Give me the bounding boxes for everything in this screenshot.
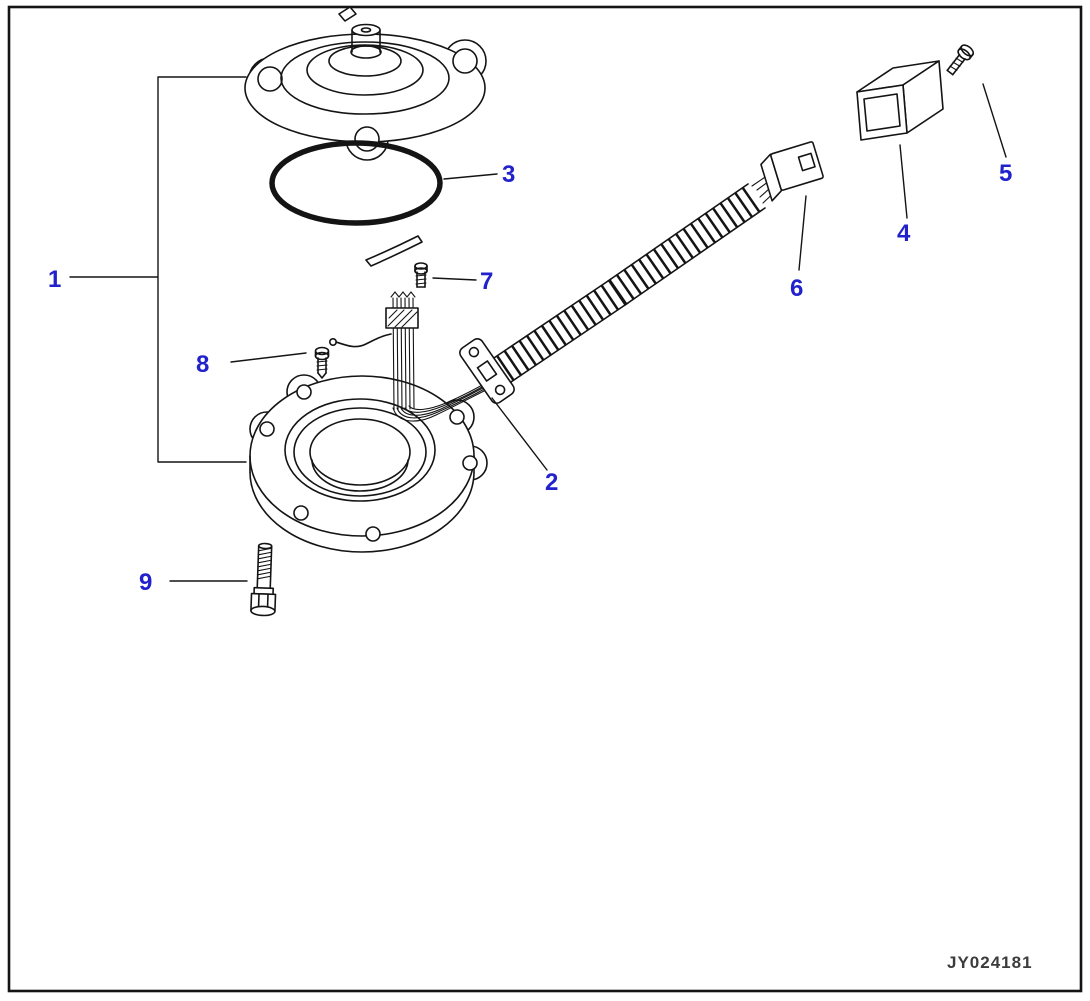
bolt-hole <box>354 126 380 152</box>
harness-tube <box>487 170 782 387</box>
callout-5-leader <box>982 83 1007 158</box>
bolt-hole <box>462 455 478 471</box>
harness-connector <box>760 141 824 202</box>
callout-7-leader <box>432 277 477 281</box>
top-cover-assembly <box>244 6 487 161</box>
bolt-hole <box>257 66 283 92</box>
bolt-hole <box>449 409 465 425</box>
bolt-hole <box>293 505 309 521</box>
callout-7: 7 <box>480 268 493 295</box>
shaft-top <box>351 23 381 37</box>
callout-4: 4 <box>897 220 911 247</box>
screw-and-wire-arm <box>314 333 392 379</box>
callout-9: 9 <box>139 569 152 596</box>
connector-housing <box>856 60 944 141</box>
mounting-bolt <box>250 542 277 617</box>
bolt-hole <box>365 526 381 542</box>
small-screw <box>946 44 975 76</box>
callout-1-leader <box>69 76 247 463</box>
callout-3-leader <box>443 173 498 180</box>
callout-2-leader <box>491 397 548 471</box>
bolt-hole <box>259 421 275 437</box>
plate-screw <box>468 346 480 358</box>
wire-bundle <box>385 291 495 422</box>
plate-screw <box>494 384 506 396</box>
wire-clamp-block <box>385 307 419 329</box>
callout-6-leader <box>798 195 807 271</box>
callout-2: 2 <box>545 469 558 496</box>
callout-8: 8 <box>196 351 209 378</box>
bolt-hole <box>452 48 478 74</box>
callout-3: 3 <box>502 161 515 188</box>
connector-plate <box>459 338 515 404</box>
bolt-hole <box>296 384 312 400</box>
drawing-border <box>7 5 1083 993</box>
o-ring <box>269 140 443 226</box>
retainer-plate-and-screw <box>365 235 428 288</box>
callout-8-leader <box>230 352 307 363</box>
callout-5: 5 <box>999 160 1012 187</box>
callout-6: 6 <box>790 275 803 302</box>
callout-1: 1 <box>48 266 61 293</box>
drawing-number: JY024181 <box>947 953 1033 972</box>
callout-4-leader <box>899 144 908 219</box>
key-tab <box>338 6 357 22</box>
lower-flange <box>249 374 488 553</box>
